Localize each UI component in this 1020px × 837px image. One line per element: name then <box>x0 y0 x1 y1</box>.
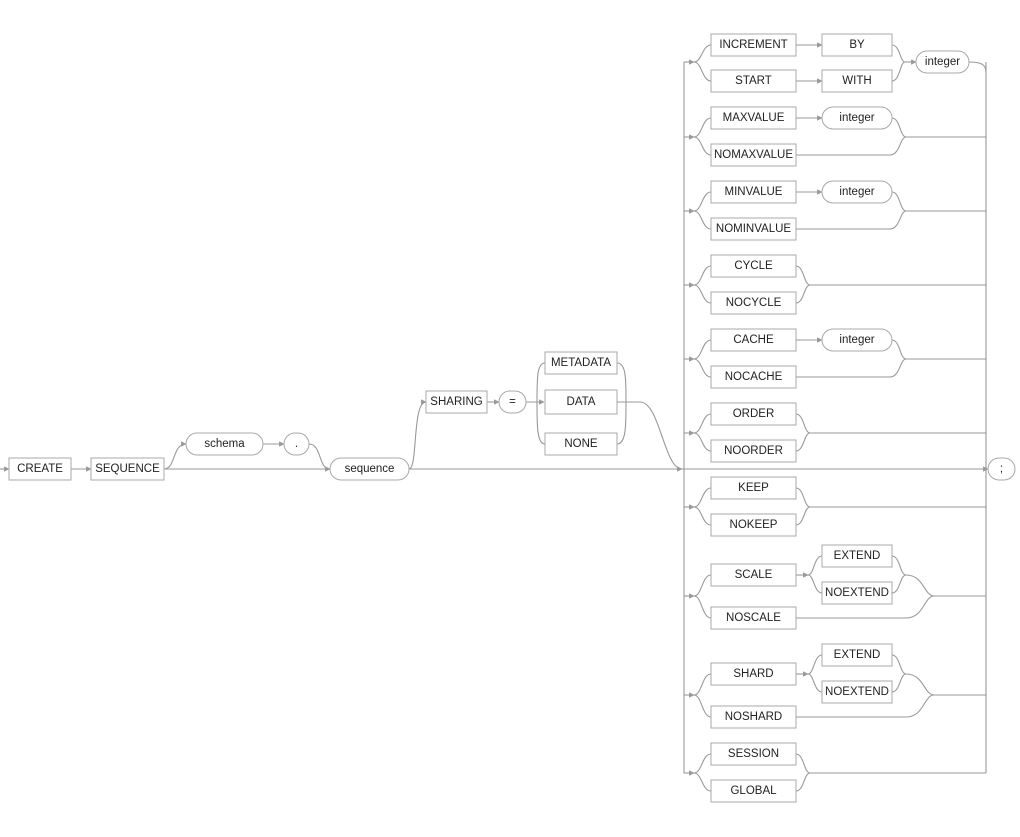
keyword-maxvalue-label: MAXVALUE <box>723 112 785 124</box>
keyword-minvalue-label: MINVALUE <box>725 186 783 198</box>
keyword-shard-noextend: NOEXTEND <box>821 680 893 704</box>
keyword-cycle-label: CYCLE <box>734 260 773 272</box>
value-integer-cache: integer <box>821 328 893 352</box>
value-integer-cache-label: integer <box>839 334 874 346</box>
keyword-increment: INCREMENT <box>710 33 797 57</box>
keyword-nocycle: NOCYCLE <box>710 291 797 315</box>
keyword-noshard-label: NOSHARD <box>725 711 783 723</box>
connector-lines <box>0 42 989 792</box>
keyword-sharing: SHARING <box>425 390 488 414</box>
keyword-start-label: START <box>735 75 772 87</box>
keyword-scale-noextend: NOEXTEND <box>821 581 893 605</box>
keyword-shard-noextend-label: NOEXTEND <box>825 686 889 698</box>
keyword-cycle: CYCLE <box>710 254 797 278</box>
keyword-shard: SHARD <box>710 662 797 686</box>
identifier-schema-label: schema <box>204 438 245 450</box>
symbol-dot-label: . <box>295 438 298 450</box>
identifier-schema: schema <box>185 432 264 456</box>
keyword-by: BY <box>821 33 893 57</box>
keyword-minvalue: MINVALUE <box>710 180 797 204</box>
value-integer-increment-start-label: integer <box>925 56 960 68</box>
keyword-cache: CACHE <box>710 328 797 352</box>
symbol-terminator: ; <box>987 457 1016 481</box>
keyword-nokeep-label: NOKEEP <box>730 519 778 531</box>
keyword-cache-label: CACHE <box>733 334 774 346</box>
keyword-by-label: BY <box>849 39 865 51</box>
keyword-order: ORDER <box>710 402 797 426</box>
keyword-scale-extend: EXTEND <box>821 544 893 568</box>
keyword-session: SESSION <box>710 742 797 766</box>
keyword-shard-label: SHARD <box>733 668 773 680</box>
keyword-keep-label: KEEP <box>738 482 769 494</box>
line-dot-down <box>308 443 331 470</box>
keyword-with: WITH <box>821 69 893 93</box>
keyword-keep: KEEP <box>710 476 797 500</box>
keyword-shard-extend: EXTEND <box>821 643 893 667</box>
value-integer-minvalue-label: integer <box>839 186 874 198</box>
keyword-sequence: SEQUENCE <box>90 457 165 481</box>
keyword-scale: SCALE <box>710 563 797 587</box>
line-none-out <box>616 401 627 445</box>
symbol-dot: . <box>283 432 310 456</box>
keyword-shard-extend-label: EXTEND <box>834 649 881 661</box>
line-metadata-out <box>616 362 627 403</box>
line-sharing-branch-up <box>408 399 427 470</box>
symbol-equals: = <box>498 390 527 414</box>
line-data-out <box>617 401 683 470</box>
line-schema-branch-up <box>163 441 187 470</box>
keyword-create-label: CREATE <box>17 463 63 475</box>
keyword-start: START <box>710 69 797 93</box>
keyword-nocache: NOCACHE <box>710 365 797 389</box>
keyword-sharing-label: SHARING <box>430 396 482 408</box>
keyword-data-label: DATA <box>567 396 596 408</box>
keyword-session-label: SESSION <box>728 748 779 760</box>
keyword-none-label: NONE <box>564 438 598 450</box>
keyword-scale-extend-label: EXTEND <box>834 550 881 562</box>
keyword-noorder-label: NOORDER <box>724 445 783 457</box>
value-integer-minvalue: integer <box>821 180 893 204</box>
symbol-equals-label: = <box>509 396 516 408</box>
keyword-noorder: NOORDER <box>710 439 797 463</box>
keyword-scale-label: SCALE <box>735 569 773 581</box>
identifier-sequence-label: sequence <box>345 463 395 475</box>
keyword-noscale-label: NOSCALE <box>726 612 781 624</box>
keyword-nomaxvalue: NOMAXVALUE <box>710 143 797 167</box>
keyword-scale-noextend-label: NOEXTEND <box>825 587 889 599</box>
value-integer-maxvalue: integer <box>821 106 893 130</box>
line-none-branch <box>536 401 546 445</box>
identifier-sequence: sequence <box>329 457 410 481</box>
keyword-with-label: WITH <box>842 75 871 87</box>
symbol-terminator-label: ; <box>1000 463 1003 475</box>
keyword-noscale: NOSCALE <box>710 606 797 630</box>
keyword-nocache-label: NOCACHE <box>725 371 783 383</box>
keyword-nomaxvalue-label: NOMAXVALUE <box>714 149 793 161</box>
keyword-increment-label: INCREMENT <box>719 39 787 51</box>
line-metadata-branch <box>536 362 546 403</box>
keyword-maxvalue: MAXVALUE <box>710 106 797 130</box>
keyword-order-label: ORDER <box>733 408 775 420</box>
keyword-noshard: NOSHARD <box>710 705 797 729</box>
keyword-metadata: METADATA <box>544 351 618 375</box>
keyword-none: NONE <box>544 432 618 456</box>
keyword-nominvalue: NOMINVALUE <box>710 217 797 241</box>
keyword-nominvalue-label: NOMINVALUE <box>716 223 792 235</box>
keyword-nokeep: NOKEEP <box>710 513 797 537</box>
keyword-sequence-label: SEQUENCE <box>95 463 160 475</box>
value-integer-maxvalue-label: integer <box>839 112 874 124</box>
keyword-data: DATA <box>544 389 618 415</box>
keyword-global: GLOBAL <box>710 779 797 803</box>
keyword-global-label: GLOBAL <box>730 785 777 797</box>
keyword-create: CREATE <box>8 457 72 481</box>
value-integer-increment-start: integer <box>915 50 970 74</box>
keyword-nocycle-label: NOCYCLE <box>726 297 782 309</box>
keyword-metadata-label: METADATA <box>551 357 611 369</box>
